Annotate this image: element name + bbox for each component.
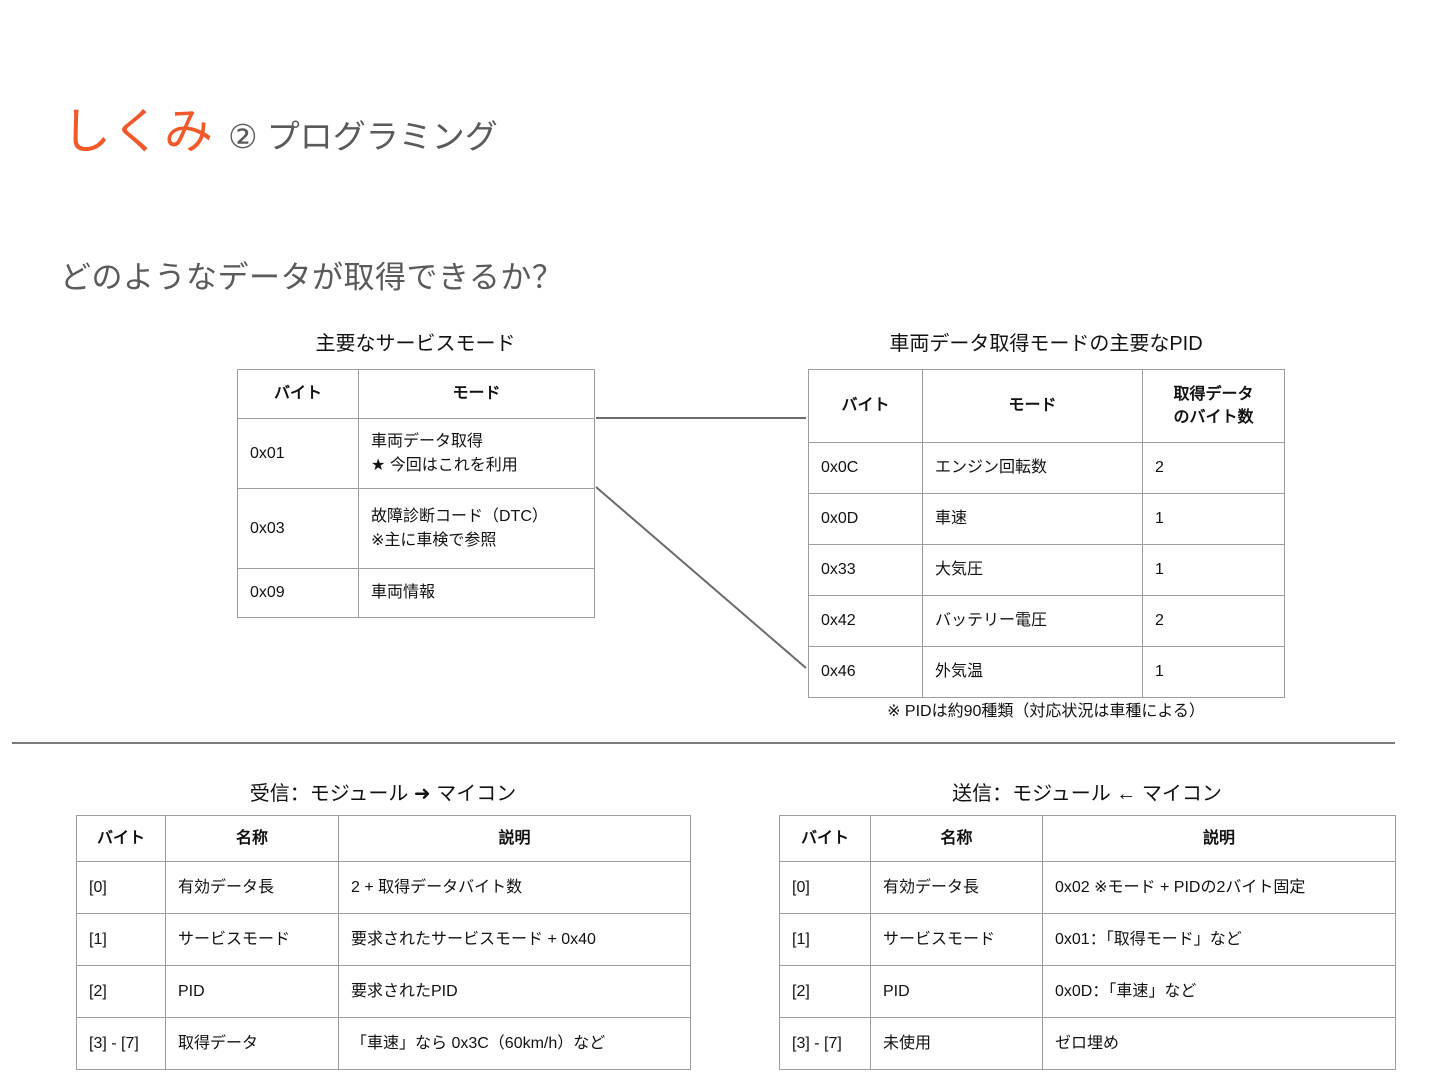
- cell-byte: 0x42: [808, 595, 923, 647]
- cell-byte: [2]: [779, 965, 871, 1018]
- cell-byte: 0x0D: [808, 493, 923, 545]
- column-header-name: 名称: [870, 815, 1043, 862]
- table-header-row: バイト 名称 説明: [76, 815, 691, 862]
- table-row: 0x0D 車速 1: [808, 493, 1285, 545]
- table-header-row: バイト モード 取得データ のバイト数: [808, 369, 1285, 443]
- cell-name: サービスモード: [870, 913, 1043, 966]
- column-header-byte: バイト: [76, 815, 166, 862]
- cell-byte: 0x03: [237, 488, 359, 569]
- cell-data-bytes: 1: [1142, 544, 1285, 596]
- table-row: 0x33 大気圧 1: [808, 544, 1285, 596]
- table-row: 0x09 車両情報: [237, 568, 595, 618]
- cell-name: PID: [165, 965, 339, 1018]
- cell-mode: 車両データ取得 ★ 今回はこれを利用: [358, 418, 595, 489]
- table-row: [1] サービスモード 0x01：「取得モード」など: [779, 913, 1396, 966]
- section-divider: [12, 742, 1395, 744]
- table-row: 0x42 バッテリー電圧 2: [808, 595, 1285, 647]
- column-header-data-bytes-line1: 取得データ: [1173, 385, 1254, 403]
- cell-mode: 外気温: [922, 646, 1143, 698]
- cell-description: ゼロ埋め: [1042, 1017, 1396, 1070]
- cell-description: 0x0D：「車速」など: [1042, 965, 1396, 1018]
- cell-byte: 0x09: [237, 568, 359, 618]
- cell-byte: [3] - [7]: [779, 1017, 871, 1070]
- column-header-mode: モード: [922, 369, 1143, 443]
- table-row: [3] - [7] 取得データ 「車速」なら 0x3C（60km/h）など: [76, 1017, 691, 1070]
- pid-table-note: ※ PIDは約90種類（対応状況は車種による）: [887, 703, 1205, 720]
- cell-description: 0x02 ※モード + PIDの2バイト固定: [1042, 861, 1396, 914]
- cell-description: 0x01：「取得モード」など: [1042, 913, 1396, 966]
- cell-mode: エンジン回転数: [922, 442, 1143, 494]
- cell-byte: 0x33: [808, 544, 923, 596]
- cell-byte: 0x0C: [808, 442, 923, 494]
- table-row: [3] - [7] 未使用 ゼロ埋め: [779, 1017, 1396, 1070]
- cell-description: 「車速」なら 0x3C（60km/h）など: [338, 1017, 691, 1070]
- table-row: [2] PID 0x0D：「車速」など: [779, 965, 1396, 1018]
- column-header-data-bytes-line2: のバイト数: [1173, 409, 1254, 426]
- cell-byte: [1]: [779, 913, 871, 966]
- cell-name: サービスモード: [165, 913, 339, 966]
- cell-mode: バッテリー電圧: [922, 595, 1143, 647]
- pid-table-caption: 車両データ取得モードの主要なPID: [889, 333, 1203, 355]
- service-mode-table: バイト モード 0x01 車両データ取得 ★ 今回はこれを利用 0x03 故障診…: [237, 369, 595, 618]
- column-header-byte: バイト: [237, 369, 359, 419]
- cell-data-bytes: 1: [1142, 646, 1285, 698]
- rx-table-caption: 受信：モジュール ➜ マイコン: [249, 783, 517, 805]
- table-row: 0x0C エンジン回転数 2: [808, 442, 1285, 494]
- cell-mode-line2: ※主に車検で参照: [371, 531, 497, 549]
- table-row: [1] サービスモード 要求されたサービスモード + 0x40: [76, 913, 691, 966]
- cell-data-bytes: 1: [1142, 493, 1285, 545]
- cell-description: 要求されたPID: [338, 965, 691, 1018]
- section-question: どのようなデータが取得できるか？: [60, 260, 564, 295]
- column-header-data-bytes: 取得データ のバイト数: [1142, 369, 1285, 443]
- cell-data-bytes: 2: [1142, 595, 1285, 647]
- tx-frame-table: バイト 名称 説明 [0] 有効データ長 0x02 ※モード + PIDの2バイ…: [779, 815, 1396, 1070]
- cell-description: 要求されたサービスモード + 0x40: [338, 913, 691, 966]
- cell-mode: 車速: [922, 493, 1143, 545]
- table-row: 0x03 故障診断コード（DTC） ※主に車検で参照: [237, 488, 595, 569]
- column-header-byte: バイト: [808, 369, 923, 443]
- table-header-row: バイト 名称 説明: [779, 815, 1396, 862]
- column-header-description: 説明: [338, 815, 691, 862]
- table-row: [0] 有効データ長 2 + 取得データバイト数: [76, 861, 691, 914]
- cell-mode: 故障診断コード（DTC） ※主に車検で参照: [358, 488, 595, 569]
- cell-name: 有効データ長: [165, 861, 339, 914]
- cell-byte: [2]: [76, 965, 166, 1018]
- connector-line-diagonal: [595, 486, 807, 669]
- table-row: 0x01 車両データ取得 ★ 今回はこれを利用: [237, 418, 595, 489]
- page-title: しくみ ② プログラミング: [62, 108, 498, 157]
- table-header-row: バイト モード: [237, 369, 595, 419]
- cell-mode: 大気圧: [922, 544, 1143, 596]
- rx-frame-table: バイト 名称 説明 [0] 有効データ長 2 + 取得データバイト数 [1] サ…: [76, 815, 691, 1070]
- cell-description: 2 + 取得データバイト数: [338, 861, 691, 914]
- cell-byte: [0]: [779, 861, 871, 914]
- cell-byte: [1]: [76, 913, 166, 966]
- cell-name: 未使用: [870, 1017, 1043, 1070]
- cell-mode: 車両情報: [358, 568, 595, 618]
- cell-name: 有効データ長: [870, 861, 1043, 914]
- cell-byte: [0]: [76, 861, 166, 914]
- table-row: 0x46 外気温 1: [808, 646, 1285, 698]
- cell-mode-line2: ★ 今回はこれを利用: [371, 456, 518, 474]
- column-header-mode: モード: [358, 369, 595, 419]
- cell-byte: 0x46: [808, 646, 923, 698]
- cell-name: PID: [870, 965, 1043, 1018]
- tx-table-caption: 送信：モジュール ← マイコン: [952, 783, 1222, 805]
- page-title-sub: ② プログラミング: [227, 118, 498, 155]
- cell-byte: 0x01: [237, 418, 359, 489]
- service-table-caption: 主要なサービスモード: [315, 333, 516, 355]
- page-title-main: しくみ: [62, 105, 214, 159]
- cell-mode-line1: 車両データ取得: [371, 433, 484, 451]
- cell-name: 取得データ: [165, 1017, 339, 1070]
- cell-data-bytes: 2: [1142, 442, 1285, 494]
- column-header-byte: バイト: [779, 815, 871, 862]
- column-header-name: 名称: [165, 815, 339, 862]
- column-header-description: 説明: [1042, 815, 1396, 862]
- pid-table: バイト モード 取得データ のバイト数 0x0C エンジン回転数 2 0x0D …: [808, 369, 1285, 698]
- table-row: [2] PID 要求されたPID: [76, 965, 691, 1018]
- cell-mode-line1: 故障診断コード（DTC）: [371, 508, 548, 526]
- cell-byte: [3] - [7]: [76, 1017, 166, 1070]
- table-row: [0] 有効データ長 0x02 ※モード + PIDの2バイト固定: [779, 861, 1396, 914]
